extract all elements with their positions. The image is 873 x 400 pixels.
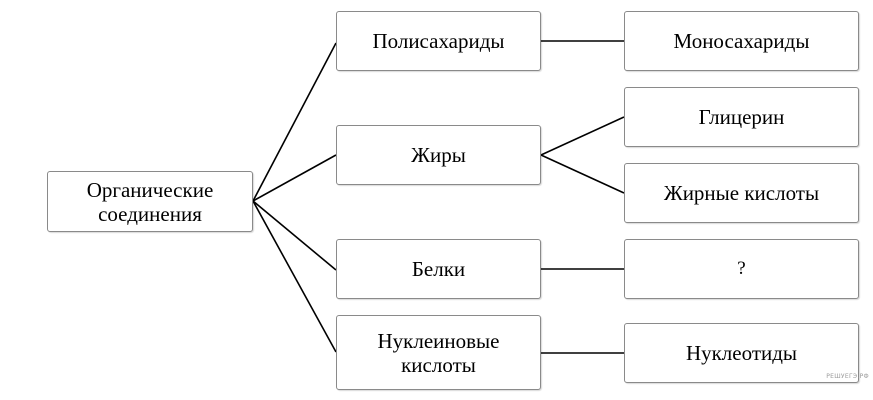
node-fatty-acids-label: Жирные кислоты (663, 181, 820, 205)
edge-fats-fatty-acids (540, 154, 625, 194)
node-unknown-monomer: ? (624, 239, 859, 299)
node-nucleic-acids: Нуклеиновые кислоты (336, 315, 541, 390)
node-nucleotides-label: Нуклеотиды (685, 341, 798, 365)
node-nucleic-acids-label: Нуклеиновые кислоты (377, 328, 500, 377)
edge-root-proteins (252, 200, 337, 271)
node-unknown-monomer-label: ? (737, 258, 746, 279)
node-proteins: Белки (336, 239, 541, 299)
node-organic-compounds: Органические соединения (47, 171, 253, 232)
node-glycerol: Глицерин (624, 87, 859, 147)
node-organic-compounds-label: Органические соединения (86, 177, 214, 226)
edge-root-fats (252, 154, 337, 202)
edge-fats-glycerol (540, 116, 625, 156)
node-fatty-acids: Жирные кислоты (624, 163, 859, 223)
edge-root-nucleic-acids (252, 200, 337, 353)
node-nucleotides: Нуклеотиды (624, 323, 859, 383)
edge-root-polysaccharides (252, 42, 337, 202)
node-glycerol-label: Глицерин (698, 105, 785, 129)
node-proteins-label: Белки (411, 257, 466, 281)
node-monosaccharides: Моносахариды (624, 11, 859, 71)
watermark: РЕШУЕГЭ.РФ (826, 373, 869, 380)
node-polysaccharides: Полисахариды (336, 11, 541, 71)
node-fats-label: Жиры (411, 143, 466, 167)
node-fats: Жиры (336, 125, 541, 185)
node-monosaccharides-label: Моносахариды (673, 29, 810, 53)
node-polysaccharides-label: Полисахариды (372, 29, 505, 53)
